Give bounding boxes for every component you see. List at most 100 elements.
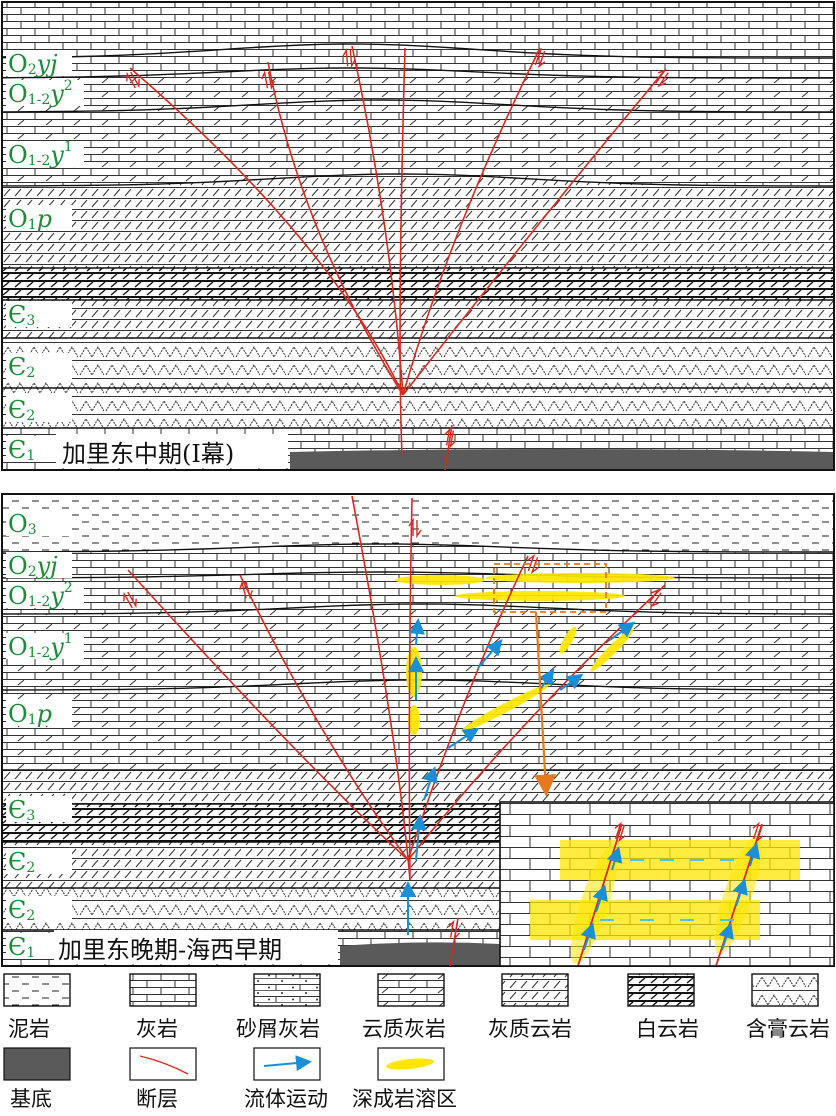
fault-line	[444, 424, 453, 471]
inset-frame	[499, 801, 835, 967]
strata-label: O1p	[8, 205, 52, 233]
legend-swatch-dolomite-pattern	[627, 973, 695, 1007]
legend-label: 流体运动	[244, 1087, 328, 1111]
strata-label: O1-2y2	[8, 580, 73, 610]
fault-motion-arrows	[614, 821, 626, 843]
strata-label: O2yj	[8, 552, 58, 580]
legend-swatch-calcarenite-pattern	[253, 973, 321, 1007]
strata-label: Є2	[8, 848, 35, 876]
legend-label: 白云岩	[636, 1017, 699, 1041]
strata-label-backdrop	[6, 141, 84, 167]
strata-label-backdrop	[6, 205, 72, 231]
fluid-flow-arrow	[447, 727, 480, 749]
legend-swatch-basement-swatch	[3, 1047, 71, 1081]
stratum-band	[2, 100, 834, 186]
stratum-band	[2, 44, 834, 78]
callout-box	[493, 563, 607, 613]
basement-rock	[290, 449, 834, 470]
fluid-flow-arrow	[408, 618, 425, 646]
fluid-flow-arrow	[559, 673, 584, 691]
stratum-band	[2, 268, 834, 300]
strata-label-backdrop	[6, 80, 84, 106]
stratum-boundary	[1, 543, 834, 553]
karst-zone	[460, 684, 550, 732]
legend-label: 泥岩	[8, 1017, 50, 1041]
strata-label-backdrop	[6, 796, 72, 822]
legend-swatch-mudstone-pattern	[3, 973, 71, 1007]
legend-label: 基底	[10, 1087, 52, 1111]
basement-rock	[340, 942, 500, 966]
fluid-flow-arrow	[538, 668, 555, 691]
karst-zone	[485, 573, 675, 583]
strata-label: Є2	[8, 896, 35, 924]
stage-label: 加里东中期(Ⅰ幕)	[62, 440, 234, 468]
fluid-flow-arrow	[477, 638, 503, 669]
fault-motion-arrows	[261, 70, 275, 90]
fluid-flow-arrow	[609, 621, 636, 641]
stage-label-backdrop	[54, 930, 338, 964]
legend-label: 灰岩	[136, 1017, 178, 1041]
fault-motion-arrows	[126, 71, 140, 89]
fluid-flow-arrow	[732, 878, 748, 907]
legend-label: 砂屑灰岩	[236, 1017, 320, 1041]
fluid-flow-arrow	[744, 842, 761, 867]
stratum-band	[2, 572, 834, 614]
fault-motion-arrows	[408, 517, 422, 539]
karst-zone-icon	[386, 1058, 434, 1070]
strata-label: O1p	[8, 700, 52, 728]
stratum-band	[2, 68, 834, 112]
legend-label: 断层	[136, 1087, 178, 1111]
panel-frame	[1, 493, 835, 967]
fluid-flow-arrow	[410, 814, 427, 861]
legend-label: 灰质云岩	[488, 1017, 572, 1041]
fault-motion-arrows	[123, 591, 137, 609]
legend-label: 云质灰岩	[362, 1017, 446, 1041]
inset-limestone	[500, 802, 834, 966]
fault-motion-arrows	[527, 553, 539, 575]
fluid-flow-arrow	[422, 766, 438, 801]
strata-label-backdrop	[6, 633, 84, 659]
fault-motion-arrows	[239, 580, 253, 600]
fault-motion-arrows	[443, 427, 457, 449]
stage-label-backdrop	[56, 434, 288, 468]
strata-label-backdrop	[6, 582, 84, 608]
strata-label: O1-2y1	[8, 631, 73, 661]
fluid-flow-arrow	[580, 922, 596, 951]
karst-zone	[559, 626, 577, 654]
karst-zone	[455, 591, 625, 601]
stage-label: 加里东晚期-海西早期	[58, 936, 282, 964]
inset-detail	[499, 801, 835, 967]
legend-swatch-fault-line	[129, 1047, 197, 1081]
fault-line	[402, 69, 666, 396]
fault-motion-arrows	[648, 588, 662, 608]
strata-label: O3	[8, 510, 37, 538]
strata-label: O1-2y2	[8, 78, 73, 108]
fault-line	[351, 495, 411, 881]
fluid-flow-arrow	[718, 922, 734, 951]
callout-arrow	[534, 611, 557, 797]
stratum-boundary	[1, 679, 835, 691]
karst-zone	[406, 647, 422, 697]
stratum-boundary	[1, 67, 834, 79]
strata-label-backdrop	[6, 353, 72, 379]
panel-frame	[1, 1, 835, 471]
strata-label: O2yj	[8, 50, 58, 78]
stratum-band	[2, 770, 834, 804]
fault-line	[129, 67, 404, 396]
fault-line	[267, 61, 404, 396]
karst-zone	[395, 575, 485, 585]
stratum-band	[2, 2, 834, 58]
fault-motion-arrows	[342, 47, 356, 69]
fault-line	[351, 45, 404, 396]
strata-label-backdrop	[6, 301, 72, 327]
fluid-flow-arrow	[606, 846, 623, 871]
strata-label: O1-2y1	[8, 139, 73, 169]
fault-line	[408, 497, 413, 881]
strata-label: Є1	[8, 933, 35, 961]
fault-motion-arrows	[447, 919, 461, 941]
strata-label: Є3	[8, 301, 35, 329]
fault-line	[127, 569, 409, 861]
